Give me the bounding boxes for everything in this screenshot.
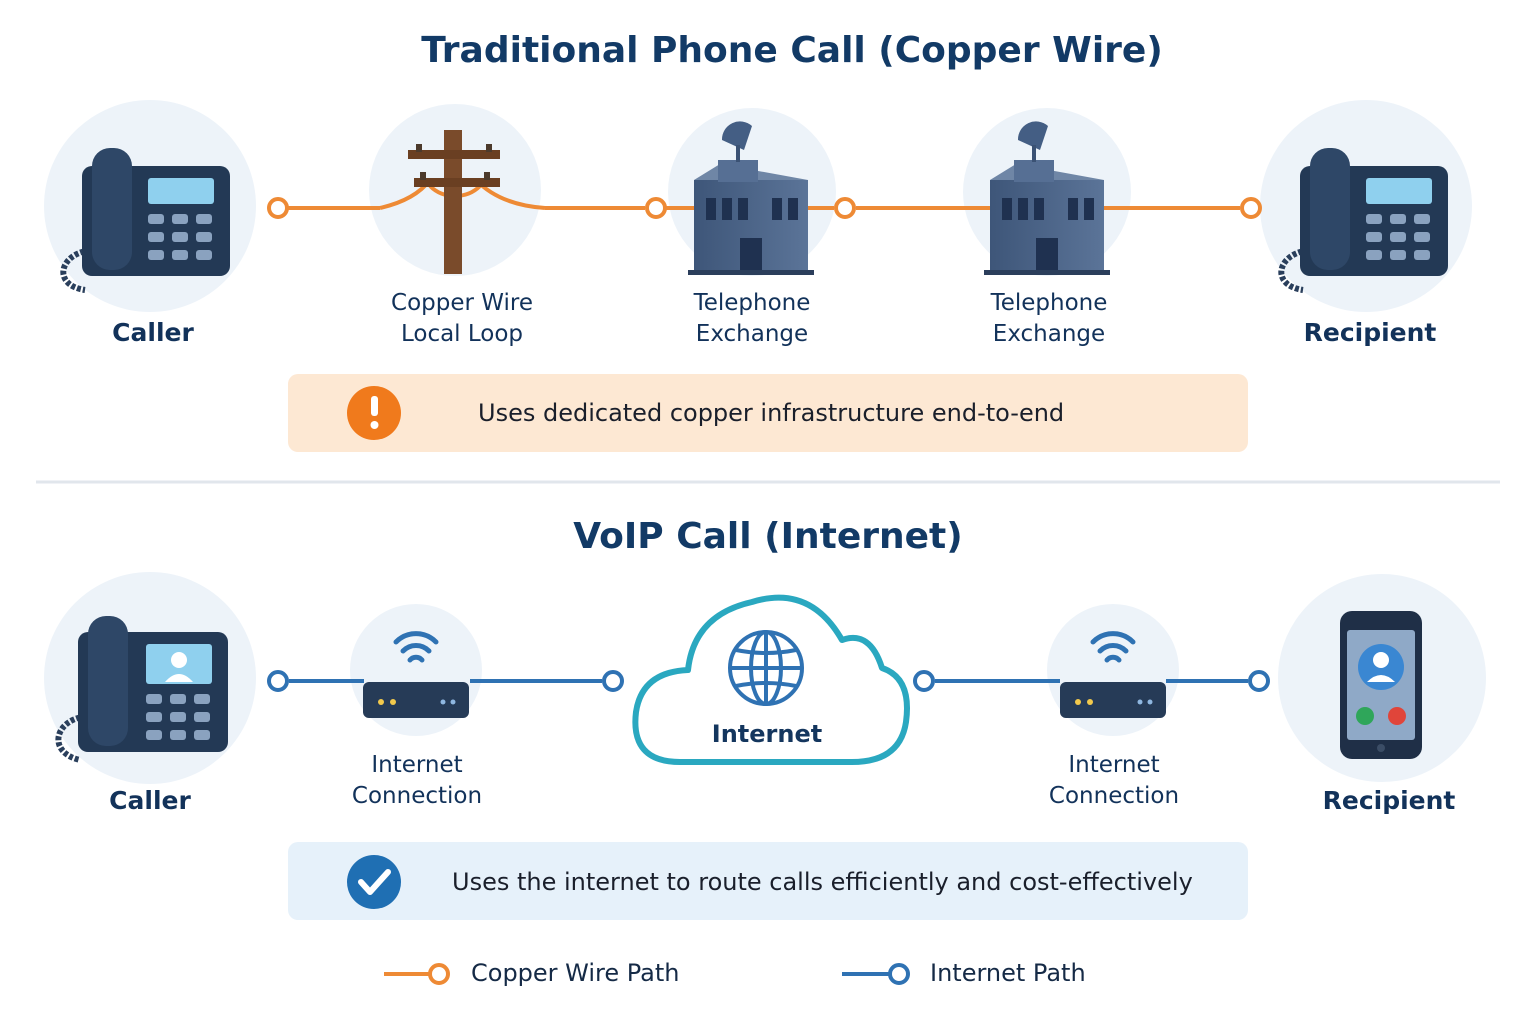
traditional-caller-label: Caller	[112, 318, 194, 347]
voip-desk-phone-icon	[55, 616, 228, 763]
pole-label-line-1: Copper Wire	[391, 290, 533, 316]
copper-node-1	[267, 197, 289, 219]
exchange-a-label-line-1: Telephone	[693, 290, 811, 316]
internet-node-1	[267, 670, 289, 692]
exchange-b-label-line-2: Exchange	[992, 321, 1106, 347]
internet-note-box	[288, 842, 1248, 920]
decline-icon	[1388, 707, 1406, 725]
traditional-title: Traditional Phone Call (Copper Wire)	[421, 30, 1163, 71]
exchange-b-label: Telephone Exchange	[991, 288, 1108, 350]
router-a-label-line-2: Connection	[351, 783, 483, 809]
desk-phone-icon	[1278, 148, 1448, 293]
telephone-exchange-icon	[984, 121, 1110, 275]
router-b-label-line-1: Internet	[1068, 752, 1160, 778]
voip-caller-label: Caller	[109, 786, 191, 815]
internet-node-2	[602, 670, 624, 692]
telephone-exchange-icon	[688, 121, 814, 275]
legend-copper-label: Copper Wire Path	[471, 959, 680, 987]
copper-node-3	[834, 197, 856, 219]
copper-wire-local-loop-label: Copper Wire Local Loop	[391, 288, 533, 350]
pole-label-line-2: Local Loop	[400, 321, 524, 347]
exchange-a-label: Telephone Exchange	[694, 288, 811, 350]
copper-note-box	[288, 374, 1248, 452]
wifi-router-icon	[1060, 631, 1166, 718]
voip-title: VoIP Call (Internet)	[573, 516, 963, 557]
copper-note-text: Uses dedicated copper infrastructure end…	[478, 399, 1065, 427]
globe-icon	[728, 630, 804, 706]
router-b-label: Internet Connection	[1049, 750, 1179, 812]
copper-path-nodes	[267, 197, 1262, 219]
router-b-label-line-2: Connection	[1048, 783, 1180, 809]
wifi-router-icon	[363, 631, 469, 718]
internet-cloud-icon	[632, 594, 910, 765]
copper-node-4	[1240, 197, 1262, 219]
utility-pole-icon	[408, 130, 500, 274]
exchange-a-label-line-2: Exchange	[695, 321, 809, 347]
internet-node-4	[1248, 670, 1270, 692]
internet-node-3	[913, 670, 935, 692]
internet-cloud-label: Internet	[711, 720, 823, 748]
internet-path-nodes	[267, 670, 1270, 692]
smartphone-icon	[1340, 611, 1422, 759]
copper-node-2	[645, 197, 667, 219]
legend-internet-swatch	[842, 963, 910, 985]
checkmark-icon	[347, 855, 401, 909]
router-a-label: Internet Connection	[352, 750, 482, 812]
internet-note-text: Uses the internet to route calls efficie…	[452, 868, 1193, 896]
voip-recipient-label: Recipient	[1322, 786, 1456, 815]
router-a-label-line-1: Internet	[371, 752, 463, 778]
legend-copper-swatch	[384, 963, 450, 985]
exchange-b-label-line-1: Telephone	[990, 290, 1108, 316]
desk-phone-icon	[60, 148, 230, 293]
traditional-recipient-label: Recipient	[1303, 318, 1437, 347]
answer-icon	[1356, 707, 1374, 725]
exclamation-icon	[347, 386, 401, 440]
legend-internet-label: Internet Path	[930, 959, 1086, 987]
